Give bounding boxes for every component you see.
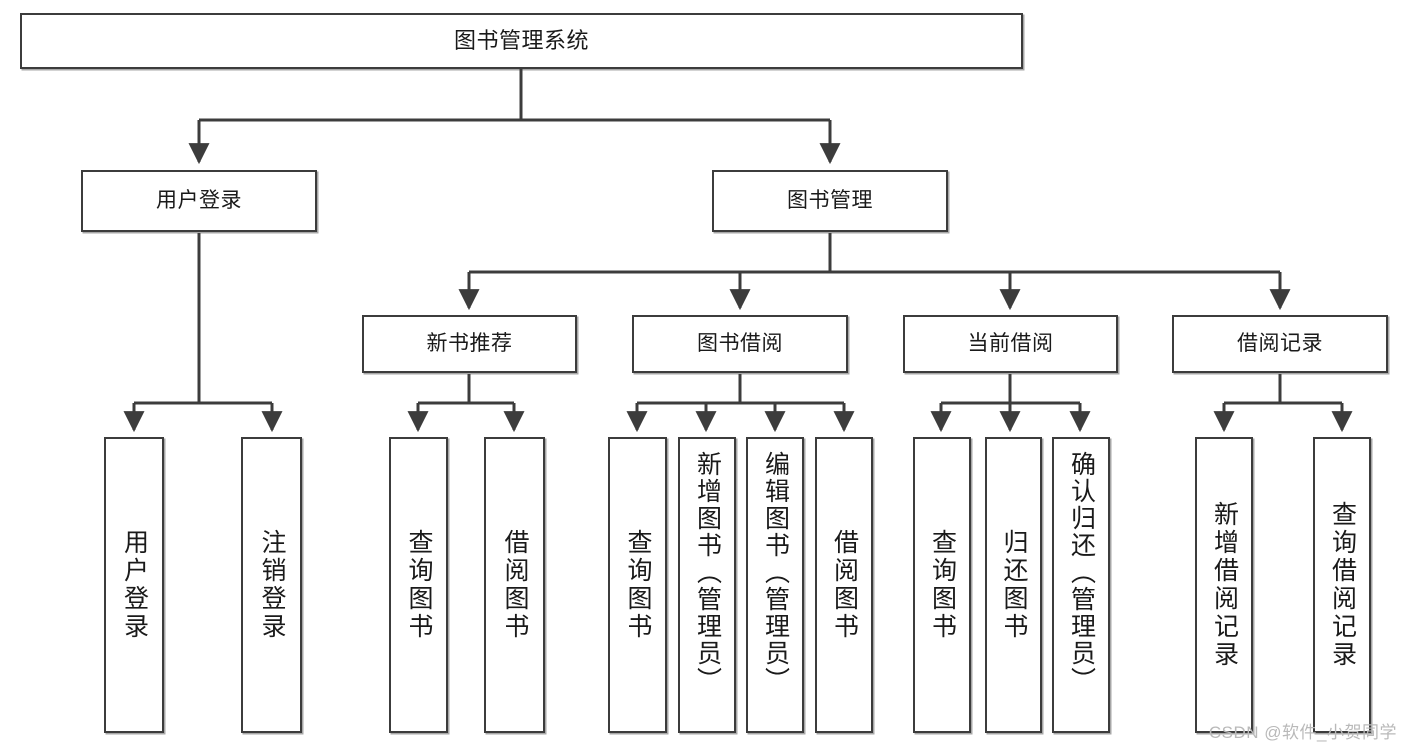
node-label: 图书管理 (787, 188, 873, 212)
node-root-system[interactable]: 图书管理系统 (20, 13, 1023, 69)
node-label: 查询图书 (624, 529, 652, 641)
leaf-query-book-recommend[interactable]: 查询图书 (389, 437, 448, 733)
node-current-borrow[interactable]: 当前借阅 (903, 315, 1118, 373)
leaf-query-borrow-record[interactable]: 查询借阅记录 (1313, 437, 1371, 733)
node-label: 借阅图书 (501, 529, 529, 641)
node-label: 查询图书 (405, 529, 433, 641)
node-label: 用户登录 (120, 529, 149, 641)
node-book-borrow[interactable]: 图书借阅 (632, 315, 848, 373)
node-label: 新书推荐 (426, 331, 513, 355)
node-label: 借阅图书 (830, 529, 859, 641)
leaf-query-book-borrow[interactable]: 查询图书 (608, 437, 667, 733)
leaf-edit-book[interactable]: 编辑图书（管理员） (746, 437, 804, 733)
watermark-text: CSDN @软件_小贺同学 (1208, 723, 1397, 742)
leaf-logout-login[interactable]: 注销登录 (241, 437, 302, 733)
leaf-confirm-return[interactable]: 确认归还（管理员） (1052, 437, 1110, 733)
leaf-borrow-book-borrow[interactable]: 借阅图书 (815, 437, 873, 733)
leaf-return-book[interactable]: 归还图书 (985, 437, 1042, 733)
leaf-query-book-current[interactable]: 查询图书 (913, 437, 971, 733)
node-label: 新增图书（管理员） (693, 451, 722, 694)
node-borrow-record[interactable]: 借阅记录 (1172, 315, 1388, 373)
node-label: 新增借阅记录 (1210, 501, 1239, 669)
node-label: 编辑图书（管理员） (761, 451, 790, 694)
leaf-add-book[interactable]: 新增图书（管理员） (678, 437, 736, 733)
node-label: 确认归还（管理员） (1067, 451, 1096, 694)
leaf-add-borrow-record[interactable]: 新增借阅记录 (1195, 437, 1253, 733)
node-label: 归还图书 (1000, 529, 1028, 641)
node-label: 查询图书 (928, 529, 957, 641)
leaf-user-login[interactable]: 用户登录 (104, 437, 164, 733)
node-label: 图书管理系统 (453, 28, 589, 54)
node-book-management[interactable]: 图书管理 (712, 170, 948, 232)
node-label: 图书借阅 (697, 331, 783, 355)
node-new-book-recommend[interactable]: 新书推荐 (362, 315, 577, 373)
node-user-login[interactable]: 用户登录 (81, 170, 317, 232)
node-label: 查询借阅记录 (1328, 501, 1357, 669)
node-label: 用户登录 (156, 188, 242, 212)
leaf-borrow-book-recommend[interactable]: 借阅图书 (484, 437, 545, 733)
node-label: 借阅记录 (1237, 331, 1323, 355)
node-label: 当前借阅 (967, 331, 1054, 355)
node-label: 注销登录 (258, 529, 286, 641)
